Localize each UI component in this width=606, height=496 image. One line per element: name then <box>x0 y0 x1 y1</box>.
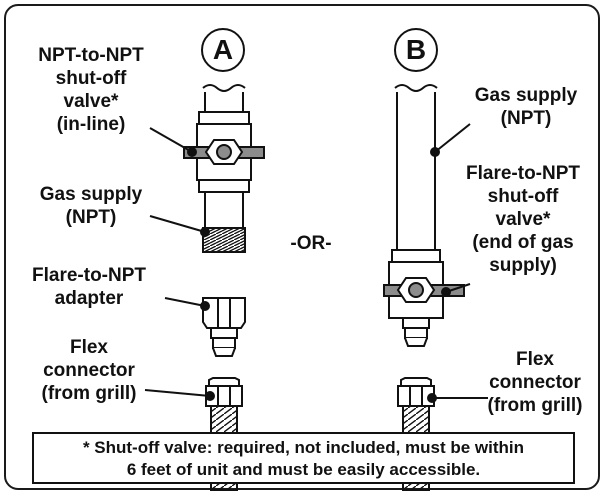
label-a-shutoff-valve: NPT-to-NPT shut-off valve* (in-line) <box>38 45 144 135</box>
or-separator: -OR- <box>290 233 332 254</box>
option-b-assembly <box>383 84 465 491</box>
leader-a-gas-supply <box>149 215 206 233</box>
option-b-badge: B <box>394 28 438 72</box>
label-b-shutoff-valve: Flare-to-NPT shut-off valve* (end of gas… <box>466 163 580 276</box>
label-b-flex-connector: Flex connector (from grill) <box>487 349 583 416</box>
leader-a-adapter <box>164 297 206 307</box>
option-a-inlet-pipe <box>202 84 246 112</box>
option-a-assembly <box>183 84 265 491</box>
footnote-box: * Shut-off valve: required, not included… <box>32 432 575 484</box>
option-b-leaders <box>427 123 488 403</box>
option-a-flare-adapter <box>202 297 246 357</box>
option-b-shutoff-valve <box>383 249 465 347</box>
label-a-gas-supply: Gas supply (NPT) <box>39 184 143 228</box>
label-a-adapter: Flare-to-NPT adapter <box>32 265 146 309</box>
option-a-shutoff-valve <box>183 111 265 193</box>
option-a-leaders <box>144 127 215 401</box>
option-b-gas-supply-pipe <box>394 84 438 250</box>
label-b-gas-supply: Gas supply (NPT) <box>474 85 578 129</box>
leader-b-gas-supply <box>434 123 471 153</box>
option-a-badge: A <box>201 28 245 72</box>
footnote-line-2: 6 feet of unit and must be easily access… <box>126 460 481 479</box>
diagram-frame <box>4 4 600 490</box>
leader-a-valve <box>149 127 193 153</box>
footnote-line-1: * Shut-off valve: required, not included… <box>82 438 525 457</box>
label-a-flex-connector: Flex connector (from grill) <box>41 337 137 404</box>
leader-a-flex <box>144 389 211 397</box>
option-a-gas-supply-pipe <box>202 191 246 253</box>
